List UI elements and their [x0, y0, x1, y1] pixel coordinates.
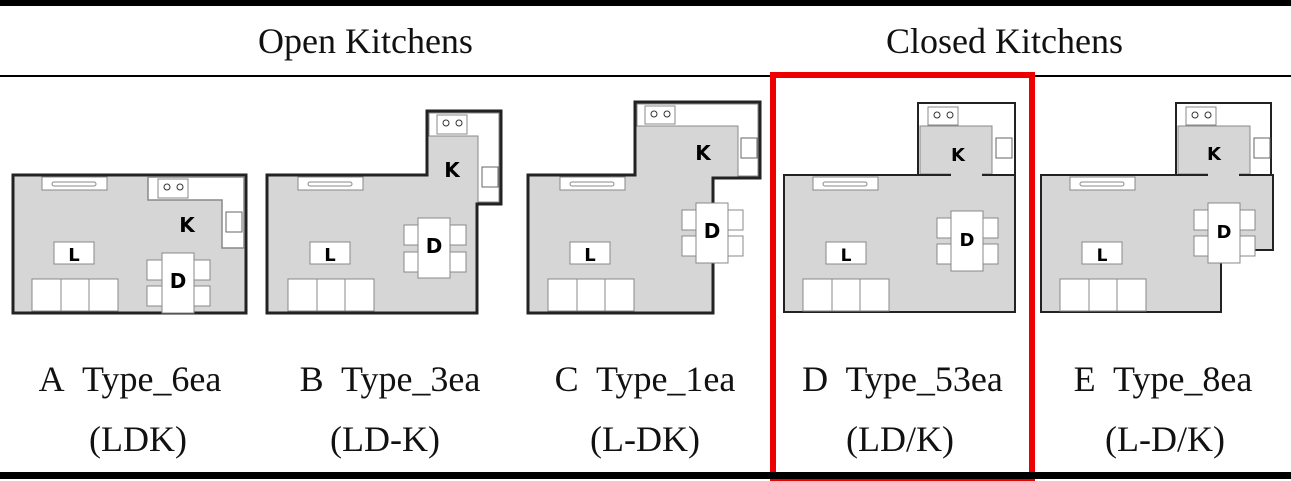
svg-text:D: D: [1217, 222, 1232, 243]
svg-text:K: K: [444, 158, 461, 182]
svg-text:D: D: [704, 219, 721, 243]
svg-text:K: K: [951, 145, 966, 166]
svg-text:K: K: [179, 213, 196, 237]
floorplan-e: K L D: [1040, 102, 1274, 313]
svg-text:L: L: [841, 246, 852, 266]
code-b: (LD-K): [330, 419, 440, 459]
svg-text:D: D: [170, 269, 187, 293]
header-open-kitchens: Open Kitchens: [258, 21, 473, 61]
caption-b: B Type_3ea: [299, 359, 481, 399]
code-a: (LDK): [89, 419, 187, 459]
code-c: (L-DK): [590, 419, 700, 459]
svg-text:D: D: [426, 234, 443, 258]
code-e: (L-D/K): [1105, 419, 1225, 459]
floorplan-b: K L D: [265, 109, 503, 315]
caption-d: D Type_53ea: [802, 359, 1003, 399]
floorplan-c: K L D: [526, 100, 762, 315]
caption-a: A Type_6ea: [38, 359, 222, 399]
header-rule: [0, 75, 1291, 77]
svg-text:K: K: [695, 141, 712, 165]
bottom-rule: [0, 472, 1291, 479]
floorplan-d: K L D: [783, 102, 1016, 313]
caption-e: E Type_8ea: [1073, 359, 1253, 399]
svg-text:D: D: [960, 230, 975, 251]
svg-text:K: K: [1207, 144, 1222, 165]
code-d: (LD/K): [846, 419, 954, 459]
highlight-box: [770, 72, 1035, 481]
header-closed-kitchens: Closed Kitchens: [886, 21, 1123, 61]
floorplan-a: L K D: [11, 173, 248, 315]
caption-c: C Type_1ea: [554, 359, 736, 399]
svg-text:L: L: [1097, 246, 1108, 266]
top-rule: [0, 0, 1291, 6]
svg-text:L: L: [324, 245, 335, 266]
svg-text:L: L: [68, 245, 79, 266]
svg-text:L: L: [584, 245, 595, 266]
